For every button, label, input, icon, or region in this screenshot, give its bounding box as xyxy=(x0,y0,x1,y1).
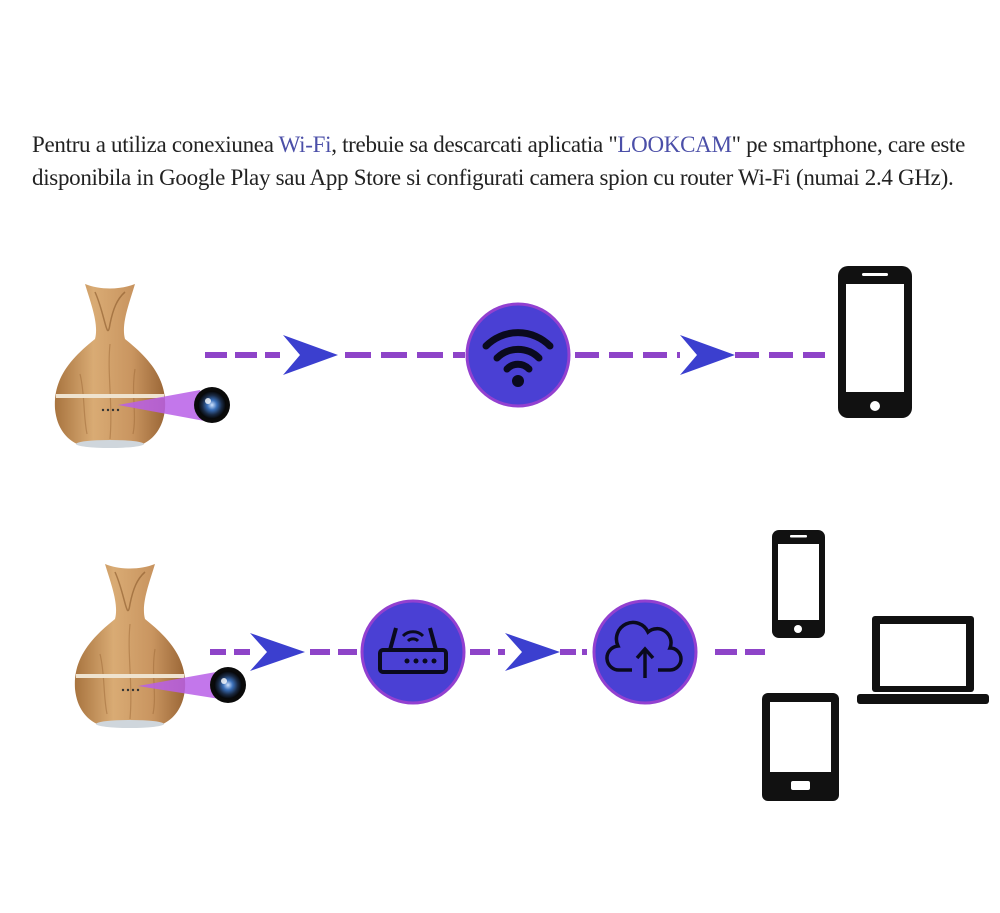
smartphone-icon xyxy=(772,530,825,638)
diffuser-camera-2 xyxy=(74,563,246,729)
diffuser-camera-1 xyxy=(54,283,230,449)
intro-part-1: Pentru a utiliza conexiunea xyxy=(32,132,279,157)
wifi-highlight: Wi-Fi xyxy=(278,132,332,157)
camera-lens-icon xyxy=(194,387,230,423)
camera-lens-icon xyxy=(210,667,246,703)
arrow-right-icon xyxy=(283,335,338,375)
app-name-highlight: LOOKCAM xyxy=(617,132,732,157)
router-icon xyxy=(360,599,466,705)
laptop-icon xyxy=(857,616,989,704)
arrow-right-icon xyxy=(680,335,735,375)
arrow-right-icon xyxy=(505,633,560,671)
tablet-icon xyxy=(762,693,839,801)
camera-beam xyxy=(118,390,210,422)
intro-part-3: " pe smartphone, care este disponibila i… xyxy=(32,132,966,190)
smartphone-icon xyxy=(838,266,912,418)
intro-part-2: , trebuie sa descarcati aplicatia " xyxy=(331,132,618,157)
intro-text: Pentru a utiliza conexiunea Wi-Fi, trebu… xyxy=(32,128,972,194)
wifi-icon xyxy=(465,302,571,408)
camera-beam xyxy=(138,672,226,700)
arrow-right-icon xyxy=(250,633,305,671)
cloud-upload-icon xyxy=(592,599,698,705)
